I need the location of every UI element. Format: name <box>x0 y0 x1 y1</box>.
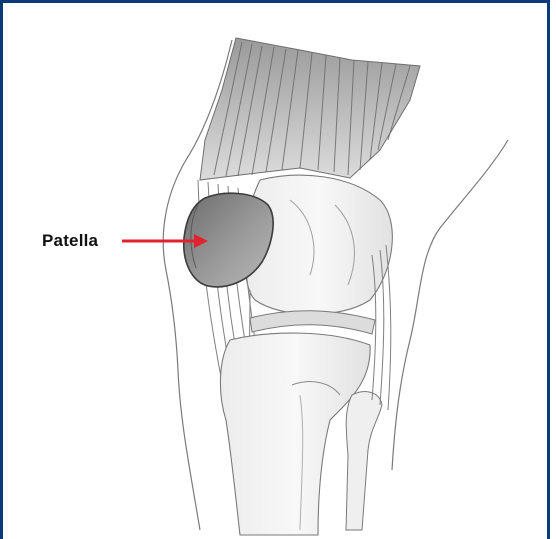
fibula <box>346 392 382 530</box>
patella-pointer-arrow <box>122 234 208 248</box>
knee-joint-line <box>250 311 375 334</box>
quadriceps-muscle <box>200 38 420 180</box>
patella-label: Patella <box>42 231 98 251</box>
